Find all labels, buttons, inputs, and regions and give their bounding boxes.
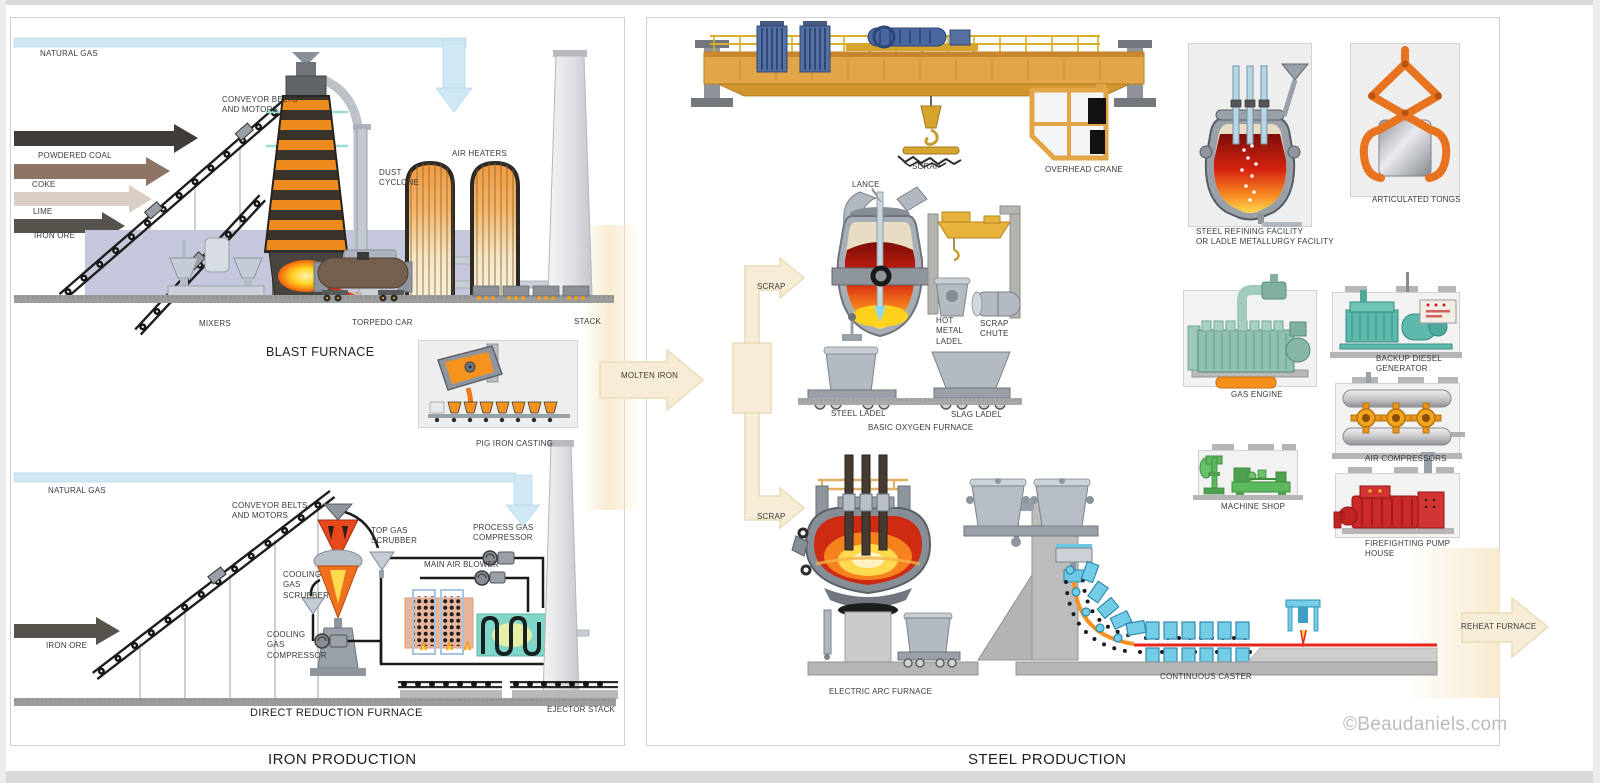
label-dust-cyclone: DUST CYCLONE xyxy=(379,168,420,188)
label-backup-diesel-generator: BACKUP DIESEL GENERATOR xyxy=(1376,354,1443,374)
label-main-air-blower: MAIN AIR BLOWER xyxy=(424,560,500,569)
label-continuous-caster: CONTINUOUS CASTER xyxy=(1160,672,1252,681)
frame-right xyxy=(1593,0,1600,783)
label-cooling-gas-compressor: COOLING GAS COMPRESSOR xyxy=(267,630,327,660)
label-steel-refining-facility: STEEL REFINING FACILITY OR LADLE METALLU… xyxy=(1196,227,1334,247)
articulated-tongs-box xyxy=(1350,43,1460,197)
label-electric-arc-furnace: ELECTRIC ARC FURNACE xyxy=(829,687,933,696)
label-slag-ladel: SLAG LADEL xyxy=(951,410,1002,419)
label-coke: COKE xyxy=(32,180,56,189)
iron-production-title: IRON PRODUCTION xyxy=(268,751,417,768)
label-hot-metal-ladel: HOT METAL LADEL xyxy=(936,316,964,346)
label-natural-gas-top: NATURAL GAS xyxy=(40,49,98,58)
label-firefighting-pump-house: FIREFIGHTING PUMP HOUSE xyxy=(1365,539,1451,559)
label-powdered-coal: POWDERED COAL xyxy=(38,151,112,160)
machine-shop-box xyxy=(1198,450,1298,497)
gas-engine-box xyxy=(1183,290,1317,387)
label-scrap-to-bof: SCRAP xyxy=(757,282,786,291)
label-pig-iron-casting: PIG IRON CASTING xyxy=(476,439,553,448)
label-reheat-furnace: REHEAT FURNACE xyxy=(1461,622,1537,631)
label-torpedo-car: TORPEDO CAR xyxy=(352,318,413,327)
steel-refining-box xyxy=(1188,43,1312,227)
label-articulated-tongs: ARTICULATED TONGS xyxy=(1372,195,1461,204)
label-overhead-crane: OVERHEAD CRANE xyxy=(1045,165,1123,174)
label-conveyor-belts-top: CONVEYOR BELTS AND MOTORS xyxy=(222,95,298,115)
label-mixers: MIXERS xyxy=(199,319,231,328)
label-stack: STACK xyxy=(574,317,602,326)
label-cooling-gas-scrubber: COOLING GAS SCRUBBER xyxy=(283,570,330,600)
label-process-gas-compressor: PROCESS GAS COMPRESSOR xyxy=(473,523,534,543)
air-compressors-box xyxy=(1335,383,1460,457)
label-ejector-stack: EJECTOR STACK xyxy=(547,705,616,714)
label-gas-engine: GAS ENGINE xyxy=(1231,390,1283,399)
label-air-heaters: AIR HEATERS xyxy=(452,149,507,158)
steel-production-title: STEEL PRODUCTION xyxy=(968,751,1127,768)
label-scrap-chute: SCRAP CHUTE xyxy=(980,319,1009,339)
label-steel-ladel: STEEL LADEL xyxy=(831,409,886,418)
label-machine-shop: MACHINE SHOP xyxy=(1221,502,1286,511)
label-top-gas-scrubber: TOP GAS SCRUBBER xyxy=(371,526,418,546)
label-basic-oxygen-furnace: BASIC OXYGEN FURNACE xyxy=(868,423,974,432)
label-direct-reduction-furnace: DIRECT REDUCTION FURNACE xyxy=(250,707,423,719)
label-air-compressors: AIR COMPRESSORS xyxy=(1365,454,1447,463)
label-blast-furnace: BLAST FURNACE xyxy=(266,345,375,359)
label-lime: LIME xyxy=(33,207,53,216)
label-scrap-to-eaf: SCRAP xyxy=(757,512,786,521)
frame-top xyxy=(0,0,1600,5)
label-conveyor-belts-bottom: CONVEYOR BELTS AND MOTORS xyxy=(232,501,308,521)
label-lance: LANCE xyxy=(852,180,880,189)
label-iron-ore-top: IRON ORE xyxy=(34,231,76,240)
frame-left xyxy=(0,0,6,783)
label-scrap-crane: SCRAP xyxy=(912,162,941,171)
diesel-generator-box xyxy=(1332,292,1460,355)
label-molten-iron: MOLTEN IRON xyxy=(621,371,679,380)
firefighting-box xyxy=(1335,473,1460,538)
frame-bottom xyxy=(0,771,1600,783)
label-natural-gas-bottom: NATURAL GAS xyxy=(48,486,106,495)
copyright-watermark: ©Beaudaniels.com xyxy=(1343,714,1508,735)
pig-iron-casting-box xyxy=(418,340,578,428)
label-iron-ore-bottom: IRON ORE xyxy=(46,641,88,650)
